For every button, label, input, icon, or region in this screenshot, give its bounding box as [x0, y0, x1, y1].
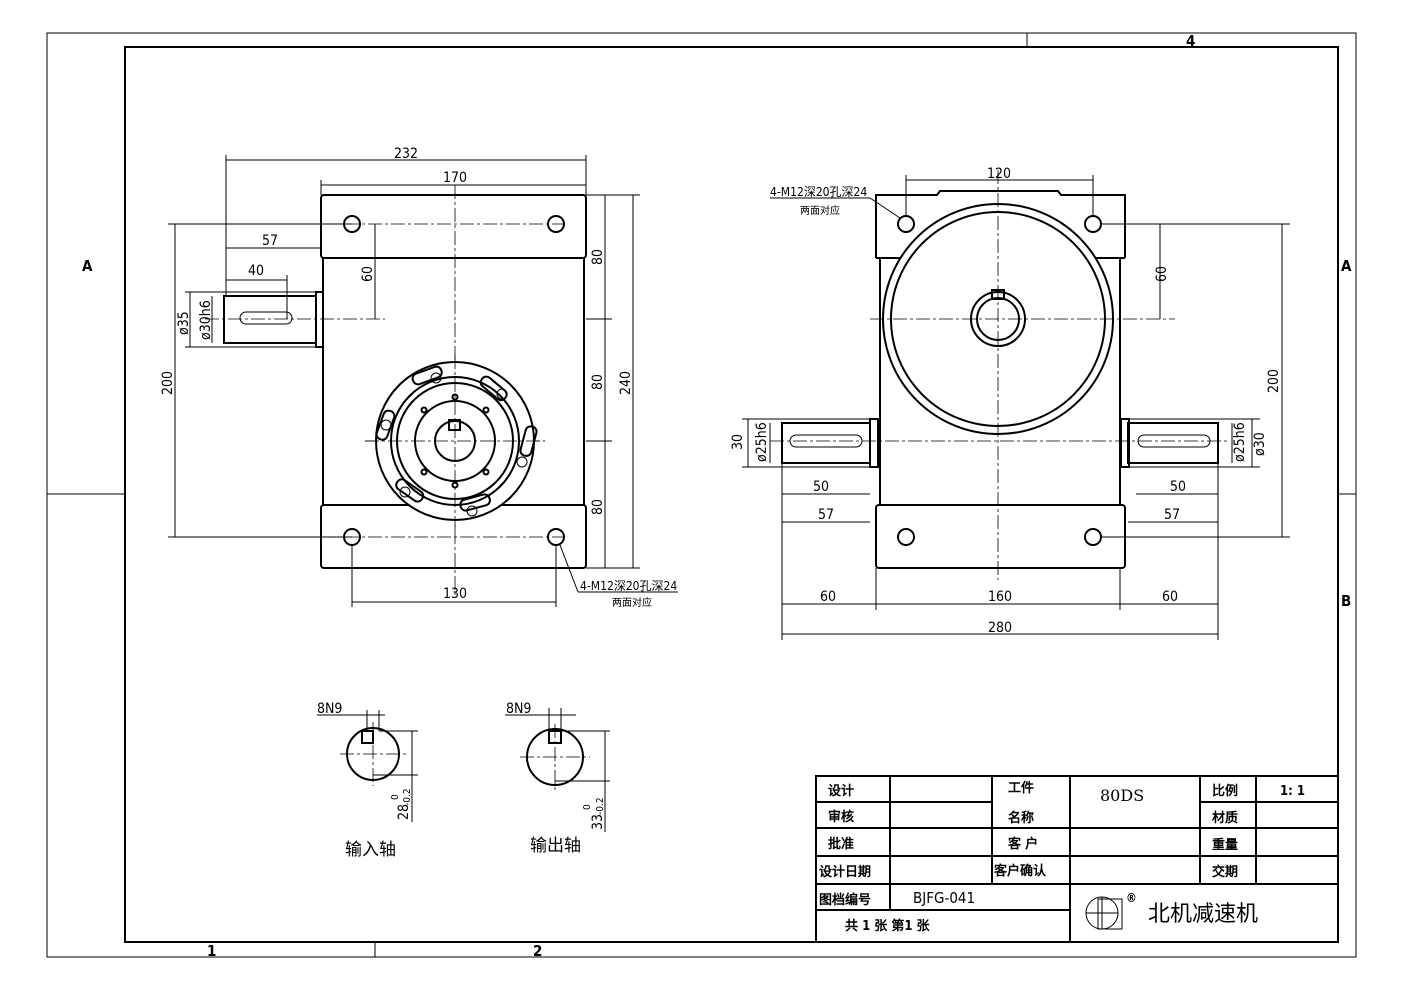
dim-phi25h6-left: ø25h6 — [754, 422, 770, 462]
dim-60: 60 — [1154, 266, 1170, 282]
key-width-label: 8N9 — [317, 701, 342, 717]
hole-callout-note: 两面对应 — [800, 204, 840, 217]
registered-mark: ® — [1126, 891, 1137, 905]
label-part-name-2: 名称 — [1008, 810, 1034, 826]
dim-60: 60 — [360, 266, 376, 282]
label-approve: 批准 — [828, 836, 854, 852]
title-block: 设计 审核 批准 设计日期 图档编号 BJFG-041 共 1 张 第1 张 工… — [815, 775, 1339, 943]
label-customer-confirm: 客户确认 — [994, 863, 1047, 879]
dim-57-left: 57 — [818, 507, 834, 523]
dim-57-right: 57 — [1164, 507, 1180, 523]
label-customer: 客 户 — [1008, 836, 1038, 852]
label-drawing-no: 图档编号 — [819, 892, 871, 908]
output-flange — [365, 355, 545, 530]
hole-callout-note: 两面对应 — [612, 596, 652, 609]
part-name-value: 80DS — [1100, 786, 1144, 805]
dim-50-left: 50 — [813, 479, 829, 495]
dim-120: 120 — [987, 166, 1011, 182]
zone-label: 1 — [207, 942, 216, 960]
dim-phi30: ø30 — [1252, 432, 1268, 456]
dim-60-left: 60 — [820, 589, 836, 605]
dim-160: 160 — [988, 589, 1012, 605]
zone-label: B — [1341, 592, 1351, 610]
label-review: 审核 — [828, 809, 854, 825]
dim-30: 30 — [730, 434, 746, 450]
zone-label: A — [1341, 257, 1352, 275]
dim-200: 200 — [160, 371, 176, 395]
input-shaft-section: 8N9 28 0 -0.2 输入轴 — [317, 701, 418, 860]
dim-232: 232 — [394, 146, 418, 162]
dim-60-right: 60 — [1162, 589, 1178, 605]
company-logo: ® — [1085, 891, 1137, 930]
label-delivery: 交期 — [1212, 864, 1238, 880]
label-material: 材质 — [1212, 810, 1238, 826]
section-dim: 28 — [396, 804, 412, 820]
dim-phi25h6-right: ø25h6 — [1232, 422, 1248, 462]
sheet-count: 共 1 张 第1 张 — [845, 918, 931, 934]
label-scale: 比例 — [1212, 783, 1238, 799]
tol-lower: -0.2 — [402, 788, 413, 806]
tol-upper: 0 — [390, 794, 401, 800]
drawing-no-value: BJFG-041 — [913, 889, 975, 907]
section-dim: 33 — [590, 814, 606, 830]
dim-130: 130 — [443, 586, 467, 602]
output-shaft-section: 8N9 33 0 -0.2 输出轴 — [505, 701, 610, 856]
zone-label: A — [82, 257, 93, 275]
hole-callout: 4-M12深20孔深24 — [580, 579, 677, 593]
dim-phi35: ø35 — [176, 311, 192, 335]
label-part-name-1: 工件 — [1008, 780, 1034, 796]
dim-240: 240 — [618, 371, 634, 395]
zone-label: 4 — [1186, 32, 1195, 50]
section-label: 输入轴 — [345, 840, 396, 860]
dim-phi30h6: ø30h6 — [198, 300, 214, 340]
dim-80: 80 — [590, 249, 606, 265]
hole-callout: 4-M12深20孔深24 — [770, 185, 867, 199]
section-label: 输出轴 — [530, 836, 581, 856]
dim-80: 80 — [590, 374, 606, 390]
dimension-lines — [742, 175, 1290, 640]
tol-lower: -0.2 — [595, 797, 606, 815]
key-width-label: 8N9 — [506, 701, 531, 717]
shafts — [781, 418, 1219, 468]
dim-40: 40 — [248, 263, 264, 279]
side-view: 120 60 200 30 ø25h6 ø25h6 ø30 50 57 50 5… — [730, 166, 1290, 640]
dim-57: 57 — [262, 233, 278, 249]
label-weight: 重量 — [1212, 837, 1238, 853]
label-design: 设计 — [828, 783, 854, 799]
drawing-frame: 4 1 2 A A B — [46, 32, 1357, 960]
dimension-lines — [168, 155, 678, 607]
dim-50-right: 50 — [1170, 479, 1186, 495]
dim-280: 280 — [988, 620, 1012, 636]
input-shaft — [223, 291, 324, 348]
dim-80: 80 — [590, 499, 606, 515]
dim-170: 170 — [443, 170, 467, 186]
scale-value: 1: 1 — [1280, 784, 1305, 799]
label-design-date: 设计日期 — [819, 864, 871, 880]
company-name: 北机减速机 — [1148, 902, 1258, 927]
tol-upper: 0 — [582, 804, 593, 810]
dim-200: 200 — [1266, 369, 1282, 393]
zone-label: 2 — [533, 942, 542, 960]
front-view: 232 170 57 40 60 200 ø35 ø30h6 80 80 80 … — [160, 146, 678, 609]
